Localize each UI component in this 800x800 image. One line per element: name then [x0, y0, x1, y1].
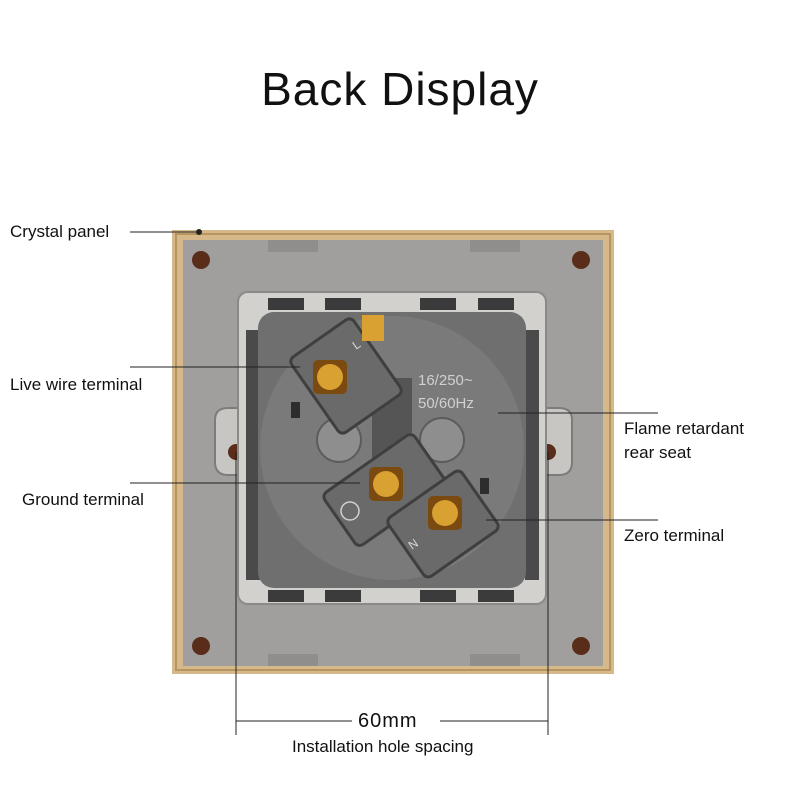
corner-hole	[192, 251, 210, 269]
corner-hole	[572, 251, 590, 269]
ground-terminal	[322, 433, 448, 547]
live-wire-terminal-label: Live wire terminal	[10, 375, 143, 394]
ground-terminal-label: Ground terminal	[22, 490, 144, 509]
rating-line-2: 50/60Hz	[418, 395, 474, 412]
corner-hole	[572, 637, 590, 655]
flame-retardant-label-line2: rear seat	[624, 443, 692, 462]
rating-line-1: 16/250~	[418, 372, 473, 389]
zero-terminal-label: Zero terminal	[624, 526, 725, 545]
spacing-caption: Installation hole spacing	[292, 737, 474, 756]
page-title: Back Display	[261, 63, 539, 115]
corner-hole	[192, 637, 210, 655]
spacing-value: 60mm	[358, 710, 418, 732]
zero-terminal	[386, 469, 500, 579]
pin-boss-right	[419, 417, 465, 463]
crystal-panel-label: Crystal panel	[10, 222, 110, 241]
flame-retardant-label-line1: Flame retardant	[624, 419, 744, 438]
live-wire-terminal	[289, 315, 403, 435]
